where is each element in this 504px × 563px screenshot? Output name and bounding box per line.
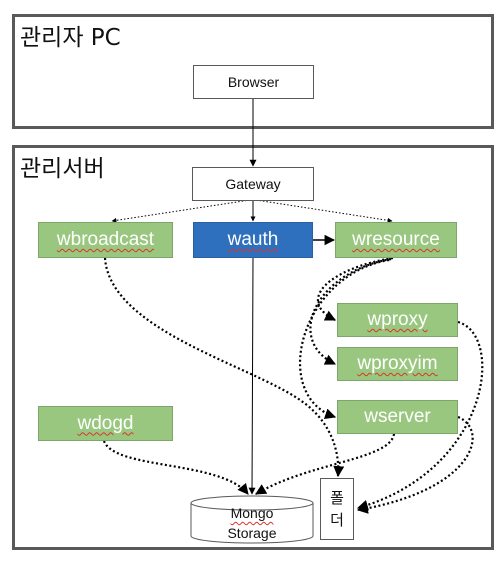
wproxyim-box: wproxyim xyxy=(337,347,458,381)
browser-label: Browser xyxy=(227,74,280,90)
mongo-label-line1: Mongo xyxy=(230,505,274,521)
wdogd-label: wdogd xyxy=(77,412,134,434)
wauth-box: wauth xyxy=(193,222,313,258)
wresource-to-wserver-arrow xyxy=(298,258,390,420)
wresource-to-wproxy-arrow xyxy=(316,256,394,321)
gateway-to-wbroadcast-arrow xyxy=(111,199,251,223)
wauth-to-mongo-arrow xyxy=(248,257,256,495)
mongo-storage-label: Mongo Storage xyxy=(191,503,313,543)
gateway-box: Gateway xyxy=(192,167,314,201)
wserver-to-folder-arrow xyxy=(356,415,474,514)
admin-server-title: 관리서버 xyxy=(20,156,105,182)
wbroadcast-label: wbroadcast xyxy=(56,229,155,250)
wproxyim-label: wproxyim xyxy=(357,353,438,374)
wbroadcast-to-folder-arrow xyxy=(103,257,345,478)
wserver-label: wserver xyxy=(364,406,431,427)
wproxy-label: wproxy xyxy=(367,309,428,330)
wresource-box: wresource xyxy=(335,222,457,258)
wauth-label: wauth xyxy=(227,229,279,250)
wproxy-to-folder-arrow xyxy=(356,320,484,511)
folder-box: 폴 더 xyxy=(320,478,354,540)
wdogd-to-mongo-arrow xyxy=(102,440,249,495)
admin-pc-title: 관리자 PC xyxy=(20,25,121,51)
folder-label-1: 폴 xyxy=(330,489,344,507)
gateway-label: Gateway xyxy=(225,176,281,192)
mongo-storage-cylinder xyxy=(190,495,314,544)
wdogd-box: wdogd xyxy=(38,406,173,441)
wresource-label: wresource xyxy=(352,229,440,250)
wbroadcast-box: wbroadcast xyxy=(38,222,173,258)
wserver-box: wserver xyxy=(337,400,458,434)
folder-label-2: 더 xyxy=(330,511,344,529)
gateway-to-wresource-arrow xyxy=(255,199,393,223)
wproxy-box: wproxy xyxy=(337,303,458,337)
browser-box: Browser xyxy=(193,65,314,99)
wserver-to-mongo-arrow xyxy=(255,433,396,495)
mongo-label-line2: Storage xyxy=(227,525,277,541)
